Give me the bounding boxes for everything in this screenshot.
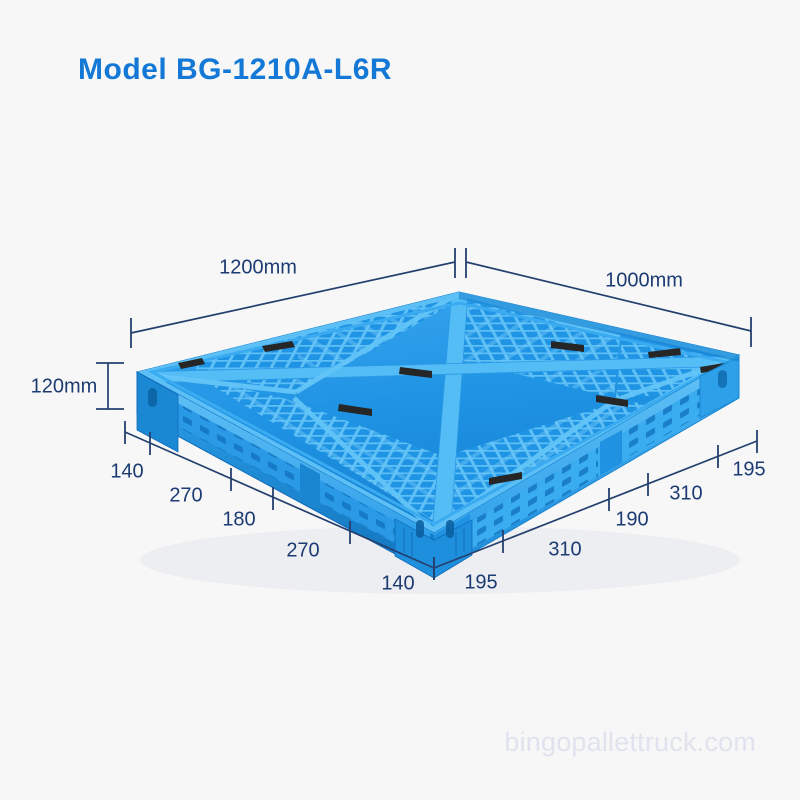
dimension-label-left-3: 180: [222, 508, 256, 531]
dimension-label-left-5: 140: [381, 572, 415, 595]
page-title: Model BG-1210A-L6R: [78, 53, 393, 86]
dimension-label-height: 120mm: [30, 375, 98, 398]
dimension-label-left-1: 140: [110, 460, 144, 483]
dimension-label-width: 1000mm: [605, 269, 683, 292]
dimension-label-length: 1200mm: [219, 256, 297, 279]
dimension-label-right-3: 190: [615, 508, 649, 531]
dimension-label-right-4: 310: [669, 482, 703, 505]
dimension-label-right-1: 195: [464, 571, 498, 594]
dimension-label-right-5: 195: [732, 458, 766, 481]
dimension-label-left-4: 270: [286, 539, 320, 562]
dimension-label-right-2: 310: [548, 538, 582, 561]
site-watermark: bingopallettruck.com: [504, 727, 756, 757]
dimension-label-left-2: 270: [169, 484, 203, 507]
